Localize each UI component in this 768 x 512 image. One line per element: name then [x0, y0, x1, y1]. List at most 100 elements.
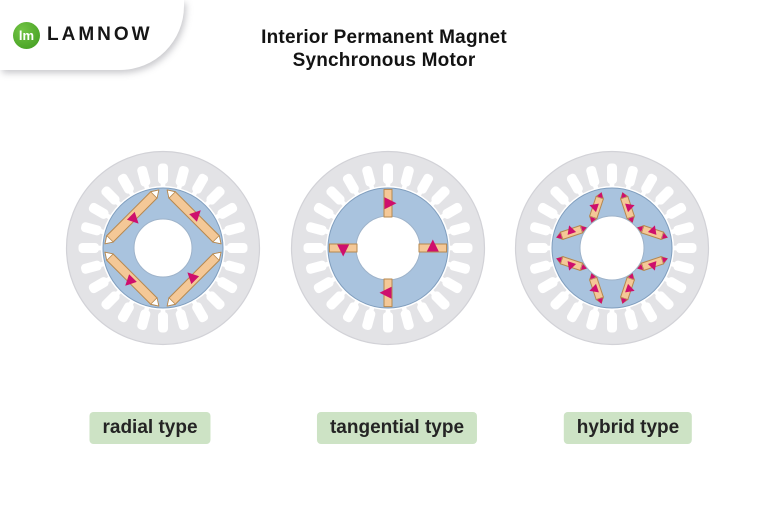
stator-slot [204, 289, 225, 310]
shaft-hole [579, 215, 645, 281]
stator-slot [416, 173, 434, 197]
magnetization-arrow [661, 257, 668, 263]
stator-slot [663, 202, 687, 220]
stator-slot [383, 308, 393, 333]
logo-monogram-icon: lm [13, 21, 40, 49]
stator-slot [566, 173, 584, 197]
magnetization-arrow [647, 225, 657, 235]
stator-slot [550, 289, 571, 310]
stator-slot [303, 243, 328, 253]
stator-slot [191, 299, 209, 323]
stator-slot [607, 163, 617, 188]
magnetization-arrow [189, 210, 201, 222]
magnetization-arrow [647, 261, 657, 271]
magnetization-arrow [556, 233, 563, 239]
stator-slot [313, 276, 337, 294]
stator-slot [101, 289, 122, 310]
stator-slot [342, 299, 360, 323]
magnetization-arrow [589, 283, 599, 293]
stator-slot [624, 305, 638, 331]
stator-slot [80, 222, 106, 236]
stator-slot [640, 173, 658, 197]
stator-slot [137, 165, 151, 191]
stator-slot [223, 243, 248, 253]
stator-slot [653, 289, 674, 310]
stator-slot [429, 186, 450, 207]
magnetization-arrow [637, 226, 644, 232]
stator-slot [663, 276, 687, 294]
stator-slot [445, 260, 471, 274]
stator-slot [400, 305, 414, 331]
motor-svg-tangential [290, 150, 486, 346]
stator-slot [383, 163, 393, 188]
magnetization-arrow [661, 233, 668, 239]
stator-slot [214, 202, 238, 220]
magnetization-arrow [580, 264, 587, 270]
shaft-hole [133, 218, 193, 278]
magnetization-arrow [597, 192, 603, 199]
magnetization-arrow [597, 297, 603, 304]
magnetization-arrow [125, 274, 137, 286]
magnetization-arrow [556, 257, 563, 263]
stator-slot [529, 222, 555, 236]
stator-slot [158, 308, 168, 333]
stator-slot [326, 186, 347, 207]
brand-logo: lm LAMNOW [0, 0, 184, 70]
stator-slot [672, 243, 697, 253]
stator-slot [342, 173, 360, 197]
magnetization-arrow [187, 272, 200, 285]
stator-slot [527, 243, 552, 253]
stator-slot [362, 165, 376, 191]
stator-slot [566, 299, 584, 323]
stator-slot [448, 243, 473, 253]
stator-slot [313, 202, 337, 220]
stator-slot [101, 186, 122, 207]
stator-slot [400, 165, 414, 191]
magnetization-arrow [126, 211, 139, 224]
stator-slot [204, 186, 225, 207]
magnetization-arrow [426, 239, 439, 252]
magnetization-arrow [379, 286, 392, 299]
stator-slot [439, 202, 463, 220]
stator-slot [78, 243, 103, 253]
magnetization-arrow [384, 197, 397, 210]
stator-slot [429, 289, 450, 310]
magnetization-arrow [567, 261, 577, 271]
stator-slot [305, 260, 331, 274]
stator-slot [669, 222, 695, 236]
stator-slot [537, 202, 561, 220]
label-hybrid-type: hybrid type [563, 412, 693, 444]
magnetization-arrow [567, 225, 577, 235]
stator-slot [80, 260, 106, 274]
stator-slot [537, 276, 561, 294]
stator-slot [529, 260, 555, 274]
title-line-1: Interior Permanent Magnet [261, 27, 507, 48]
stator-slot [362, 305, 376, 331]
magnetization-arrow [621, 192, 627, 199]
logo-brand-text: LAMNOW [47, 24, 153, 45]
stator-slot [416, 299, 434, 323]
stator-slot [550, 186, 571, 207]
stator-slot [175, 305, 189, 331]
magnetization-arrow [628, 216, 634, 223]
stator-slot [220, 260, 246, 274]
stator-slot [586, 165, 600, 191]
stator-slot [117, 299, 135, 323]
stator-slot [624, 165, 638, 191]
magnetization-arrow [589, 203, 599, 213]
motor-diagram-radial [63, 148, 263, 348]
stator-slot [669, 260, 695, 274]
stator-slot [220, 222, 246, 236]
stator-slot [640, 299, 658, 323]
stator-slot [117, 173, 135, 197]
magnetization-arrow [337, 244, 350, 257]
shaft-hole [355, 215, 421, 281]
stator-slot [445, 222, 471, 236]
magnetization-arrow [637, 264, 644, 270]
stator-slot [158, 163, 168, 188]
stator-slot [137, 305, 151, 331]
motor-svg-hybrid [514, 150, 710, 346]
magnetization-arrow [590, 216, 596, 223]
magnetization-arrow [628, 273, 634, 280]
